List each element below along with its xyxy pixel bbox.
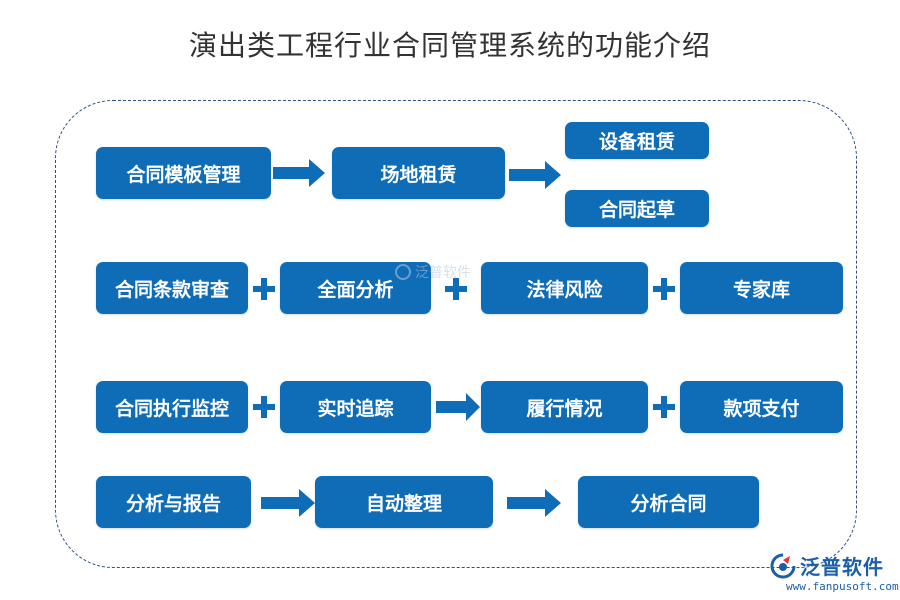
box-auto-organize: 自动整理	[315, 476, 493, 528]
plus-icon	[253, 278, 275, 300]
logo-mark-icon	[770, 553, 796, 578]
box-equipment-rental: 设备租赁	[565, 122, 709, 159]
box-venue-rental: 场地租赁	[332, 147, 505, 199]
box-contract-template: 合同模板管理	[96, 147, 271, 199]
box-contract-drafting: 合同起草	[565, 190, 709, 227]
logo-url: www.fanpusoft.com	[786, 580, 899, 593]
box-analysis-report: 分析与报告	[96, 476, 251, 528]
diagram-title: 演出类工程行业合同管理系统的功能介绍	[188, 29, 711, 62]
box-clause-review: 合同条款审查	[96, 262, 248, 314]
plus-icon	[653, 278, 675, 300]
box-full-analysis: 全面分析	[280, 262, 431, 314]
box-execution-monitoring: 合同执行监控	[96, 381, 248, 433]
arrow-right-icon	[261, 489, 315, 517]
plus-icon	[653, 396, 675, 418]
arrow-right-icon	[273, 159, 325, 187]
plus-icon	[445, 278, 467, 300]
box-realtime-tracking: 实时追踪	[280, 381, 431, 433]
watermark: 泛普软件	[395, 262, 471, 282]
box-payment: 款项支付	[680, 381, 843, 433]
arrow-right-icon	[436, 393, 480, 421]
watermark-text: 泛普软件	[415, 265, 471, 281]
box-legal-risk: 法律风险	[481, 262, 648, 314]
dashed-frame	[55, 100, 857, 568]
arrow-right-icon	[507, 489, 561, 517]
plus-icon	[253, 396, 275, 418]
box-performance-status: 履行情况	[481, 381, 648, 433]
box-expert-library: 专家库	[680, 262, 843, 314]
box-analyze-contract: 分析合同	[578, 476, 759, 528]
arrow-right-icon	[509, 161, 561, 189]
logo-mark-icon	[395, 264, 411, 280]
brand-logo: 泛普软件	[770, 551, 884, 580]
logo-name: 泛普软件	[800, 555, 884, 579]
